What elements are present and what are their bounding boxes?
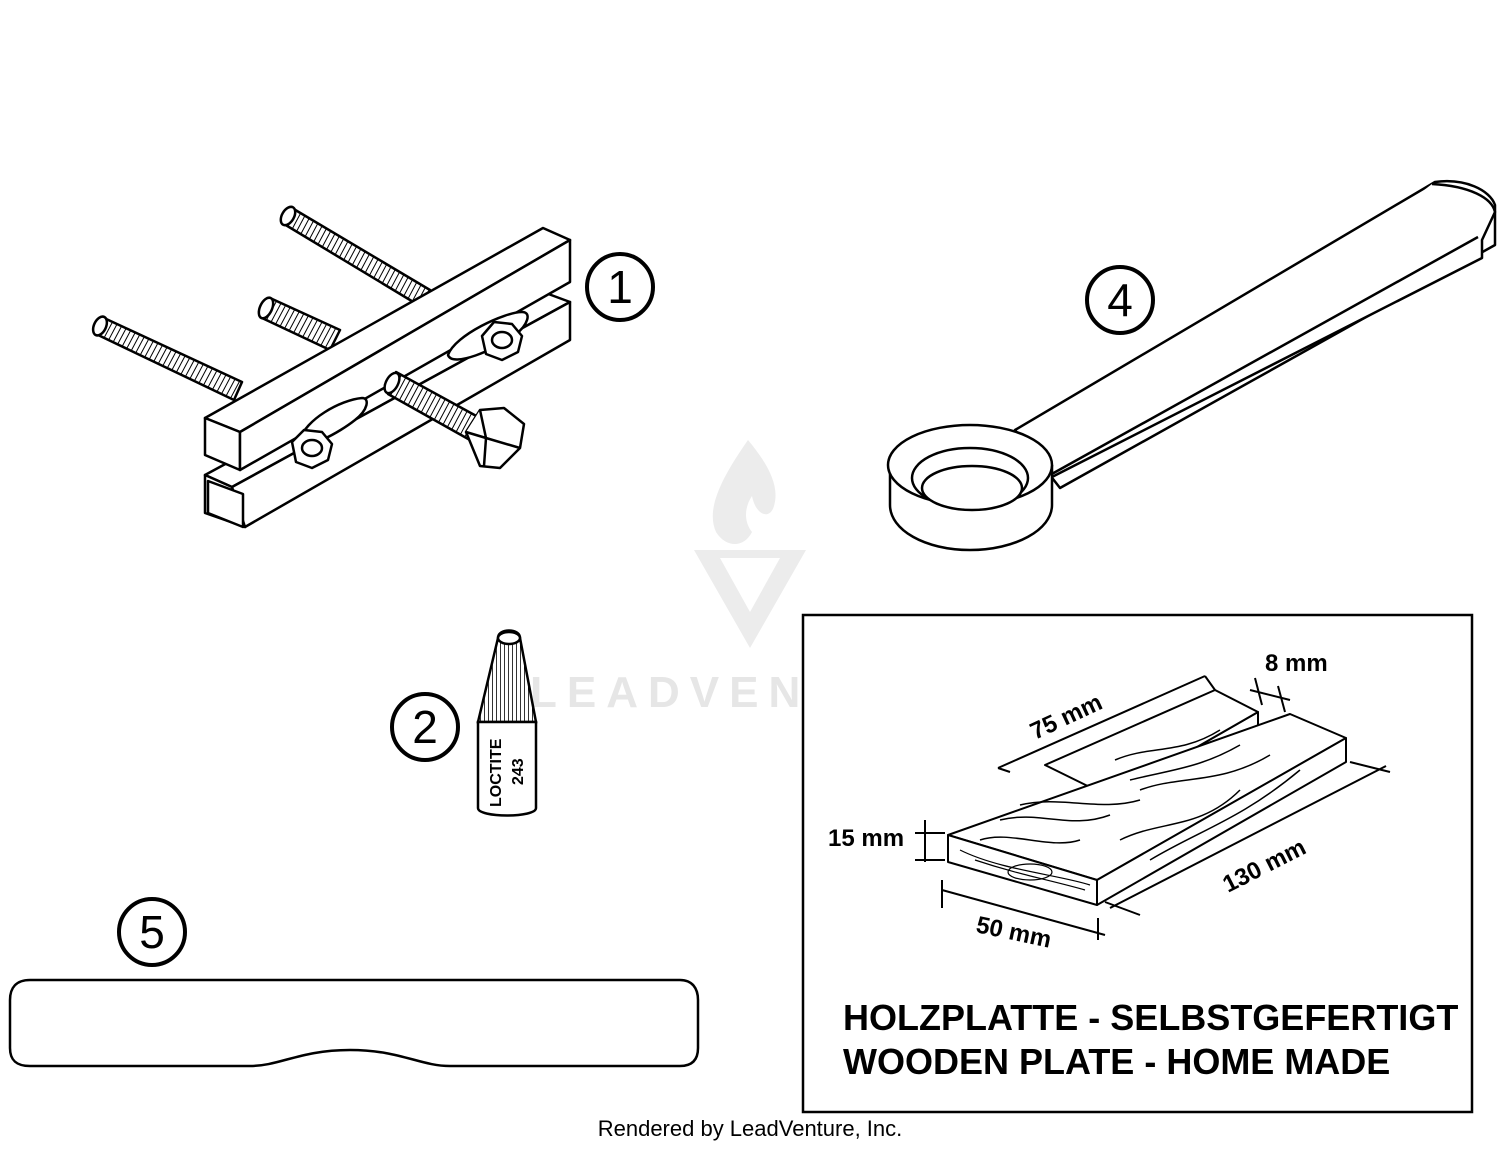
footer-credit: Rendered by LeadVenture, Inc. [597, 1116, 903, 1141]
callout-5: 5 [117, 897, 187, 967]
strip-tool [8, 978, 700, 1068]
svg-text:5: 5 [139, 906, 165, 958]
svg-text:2: 2 [412, 701, 438, 753]
callout-1: 1 [585, 252, 655, 322]
caption-english: WOODEN PLATE - HOME MADE [843, 1041, 1390, 1082]
loctite-bottle [476, 629, 538, 817]
dim-gap-label: 8 mm [1265, 650, 1328, 677]
puller-tool [91, 205, 572, 529]
svg-text:4: 4 [1107, 274, 1133, 326]
watermark-logo [694, 440, 806, 648]
wooden-plate-drawing [915, 675, 1391, 940]
dim-height-label: 15 mm [828, 825, 904, 852]
callout-2: 2 [390, 692, 460, 762]
loctite-number: 243 [510, 758, 527, 785]
svg-text:1: 1 [607, 261, 633, 313]
callout-4: 4 [1085, 265, 1155, 335]
caption-german: HOLZPLATTE - SELBSTGEFERTIGT [843, 997, 1458, 1038]
loctite-brand: LOCTITE [488, 738, 505, 807]
ring-spanner-tool [886, 179, 1497, 552]
